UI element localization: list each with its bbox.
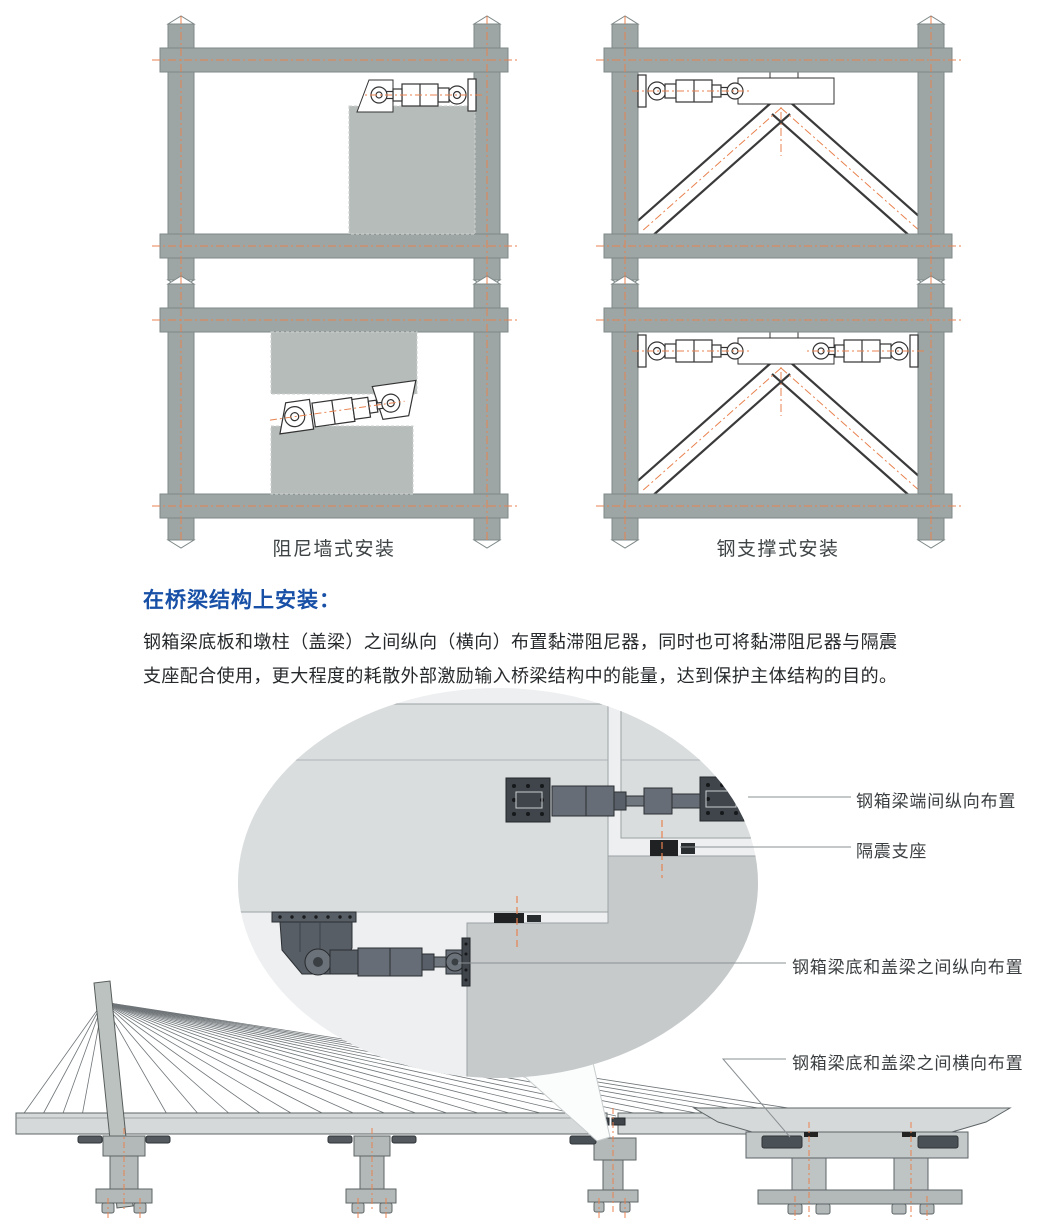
frame-installation-figures	[151, 15, 963, 549]
caption-steel-brace: 钢支撑式安装	[716, 539, 840, 560]
bridge-cross-section	[692, 1107, 1012, 1220]
leader-lines	[458, 796, 851, 1138]
bridge-section-heading: 在桥梁结构上安装：	[143, 589, 341, 612]
figure-damper-wall-bottom	[151, 275, 519, 549]
magnified-callout	[238, 688, 758, 1078]
label-isolation-bearing: 隔震支座	[856, 842, 928, 861]
bearing-right	[650, 840, 678, 856]
label-girder-capbeam-longitudinal: 钢箱梁底和盖梁之间纵向布置	[792, 958, 1024, 977]
figure-damper-wall-top	[151, 15, 519, 289]
bridge-paragraph-line2: 支座配合使用，更大程度的耗散外部激励输入桥梁结构中的能量，达到保护主体结构的目的…	[143, 666, 898, 686]
label-girder-capbeam-transverse: 钢箱梁底和盖梁之间横向布置	[792, 1054, 1024, 1073]
bearing-left	[494, 913, 524, 923]
bridge-installation-figure	[15, 688, 1012, 1220]
pier-3	[569, 1117, 639, 1213]
bridge-paragraph-line1: 钢箱梁底板和墩柱（盖梁）之间纵向（横向）布置黏滞阻尼器，同时也可将黏滞阻尼器与隔…	[143, 632, 898, 652]
figure-steel-brace-bottom	[595, 275, 963, 549]
label-girder-end-longitudinal: 钢箱梁端间纵向布置	[856, 792, 1017, 811]
caption-damper-wall: 阻尼墙式安装	[272, 539, 396, 560]
figure-steel-brace-top	[595, 15, 963, 289]
girder-capbeam-damper	[271, 911, 471, 987]
